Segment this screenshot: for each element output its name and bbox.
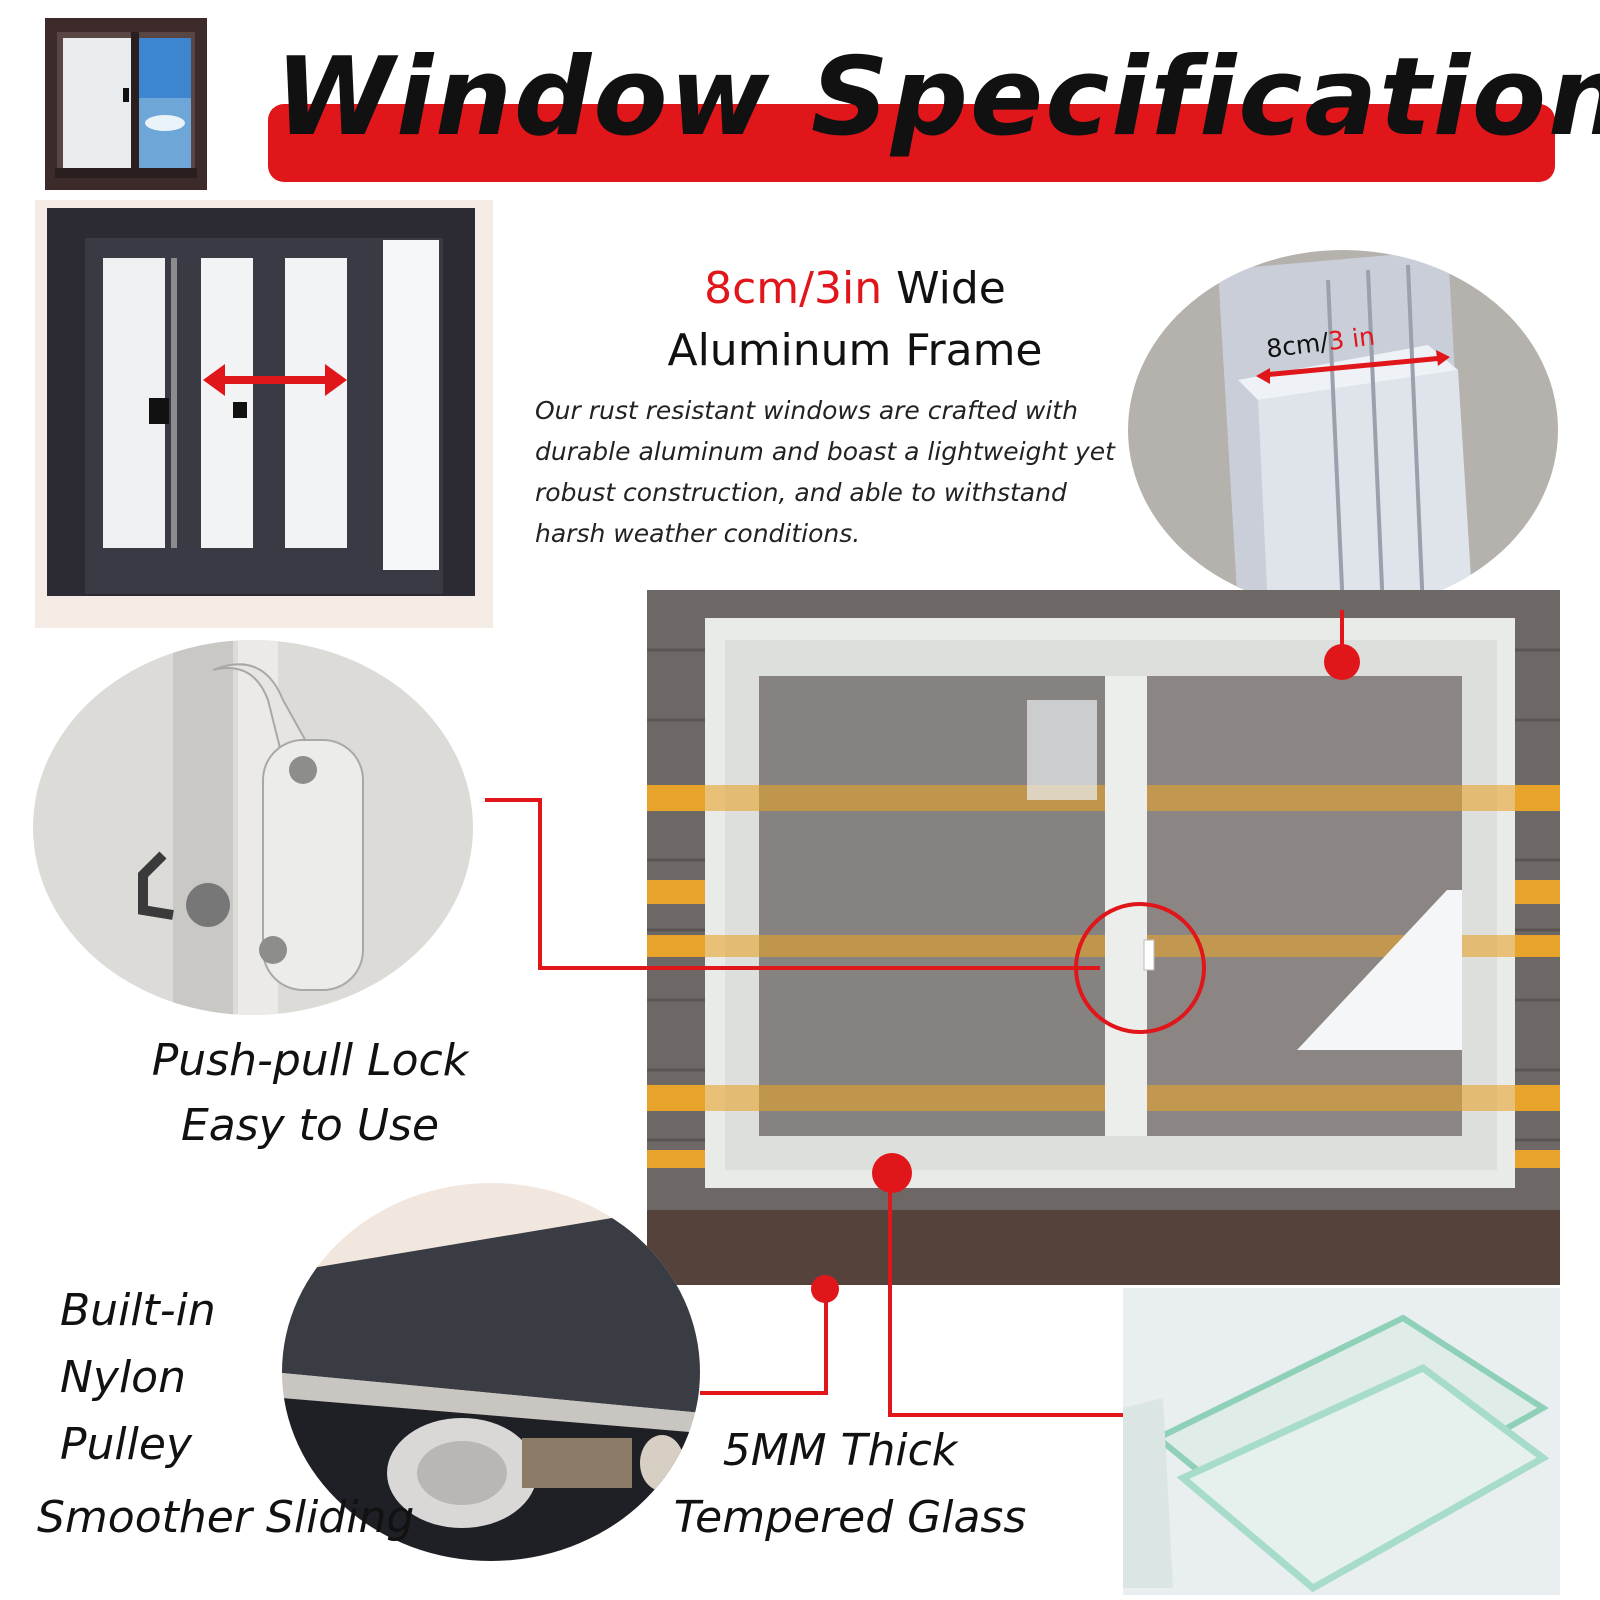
main-window-photo bbox=[647, 590, 1560, 1285]
tempered-glass-photo bbox=[1123, 1288, 1560, 1595]
page-title: Window Specification bbox=[275, 35, 1600, 160]
frame-width-value: 8cm/3in bbox=[704, 263, 883, 314]
pulley-label-line4: Smoother Sliding bbox=[37, 1492, 415, 1543]
glass-marker-dot bbox=[872, 1153, 912, 1193]
window-thumbnail-icon bbox=[45, 18, 207, 190]
sliding-window-photo bbox=[35, 200, 493, 628]
frame-profile-closeup: 8cm/3 in bbox=[1128, 250, 1558, 610]
frame-marker-dot bbox=[1324, 644, 1360, 680]
pulley-label-line1: Built-in bbox=[60, 1285, 216, 1336]
glass-label-line2: Tempered Glass bbox=[673, 1492, 1027, 1543]
frame-measure-in: 3 in bbox=[1326, 321, 1377, 356]
lock-label-line2: Easy to Use bbox=[180, 1100, 440, 1151]
glass-label-line1: 5MM Thick bbox=[722, 1425, 958, 1476]
pulley-label-line2: Nylon bbox=[60, 1352, 186, 1403]
pulley-label-line3: Pulley bbox=[60, 1419, 192, 1470]
frame-heading-wide: Wide bbox=[896, 263, 1006, 314]
pulley-marker-dot bbox=[811, 1275, 839, 1303]
lock-label-line1: Push-pull Lock bbox=[151, 1035, 469, 1086]
lock-closeup bbox=[33, 640, 473, 1015]
frame-description: Our rust resistant windows are crafted w… bbox=[535, 396, 1115, 548]
frame-heading: 8cm/3in Wide bbox=[595, 258, 1115, 320]
title-banner bbox=[268, 104, 1555, 182]
pulley-closeup bbox=[282, 1183, 700, 1561]
frame-heading-line2: Aluminum Frame bbox=[667, 325, 1043, 376]
